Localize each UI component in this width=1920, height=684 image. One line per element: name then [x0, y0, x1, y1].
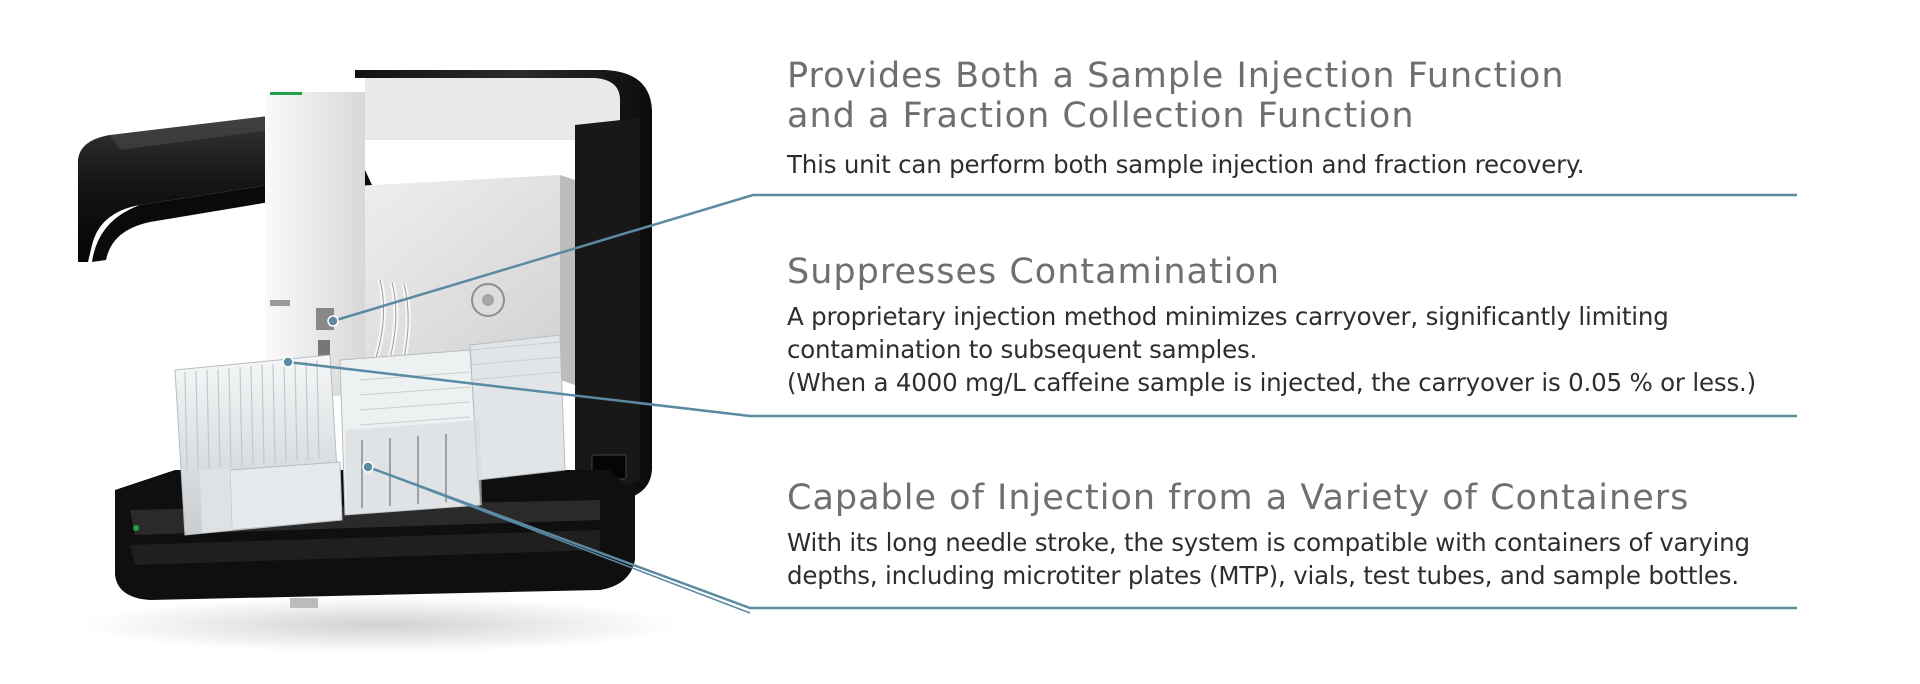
feature-suppresses-contamination: Suppresses Contamination A proprietary i…	[787, 252, 1807, 399]
feature-variety-of-containers: Capable of Injection from a Variety of C…	[787, 478, 1807, 592]
feature-description-line: depths, including microtiter plates (MTP…	[787, 561, 1739, 590]
feature-title: Capable of Injection from a Variety of C…	[787, 478, 1690, 518]
callout-dot-containers	[362, 461, 374, 473]
feature-description-line: (When a 4000 mg/L caffeine sample is inj…	[787, 368, 1756, 397]
callout-dot-injection	[327, 315, 339, 327]
sample-racks	[174, 334, 566, 536]
feature-title: Suppresses Contamination	[787, 252, 1281, 292]
feature-title: Provides Both a Sample Injection Functio…	[787, 56, 1807, 136]
callout-dot-contamination	[282, 356, 294, 368]
feature-title-line: and a Fraction Collection Function	[787, 96, 1415, 136]
feature-description-line: A proprietary injection method minimizes…	[787, 302, 1669, 331]
feature-description: With its long needle stroke, the system …	[787, 526, 1807, 592]
callout-lines	[282, 193, 1797, 614]
feature-description: This unit can perform both sample inject…	[787, 150, 1585, 179]
callout-line-injection	[332, 193, 1797, 323]
feature-description-line: contamination to subsequent samples.	[787, 335, 1258, 364]
feature-sample-injection-fraction-collection: Provides Both a Sample Injection Functio…	[787, 56, 1807, 181]
callout-line-contamination	[287, 360, 1797, 418]
feature-title-line: Provides Both a Sample Injection Functio…	[787, 56, 1565, 96]
callout-line-containers	[367, 465, 1797, 610]
feature-description: A proprietary injection method minimizes…	[787, 300, 1807, 399]
autosampler-device	[78, 70, 680, 653]
feature-description-line: With its long needle stroke, the system …	[787, 528, 1750, 557]
